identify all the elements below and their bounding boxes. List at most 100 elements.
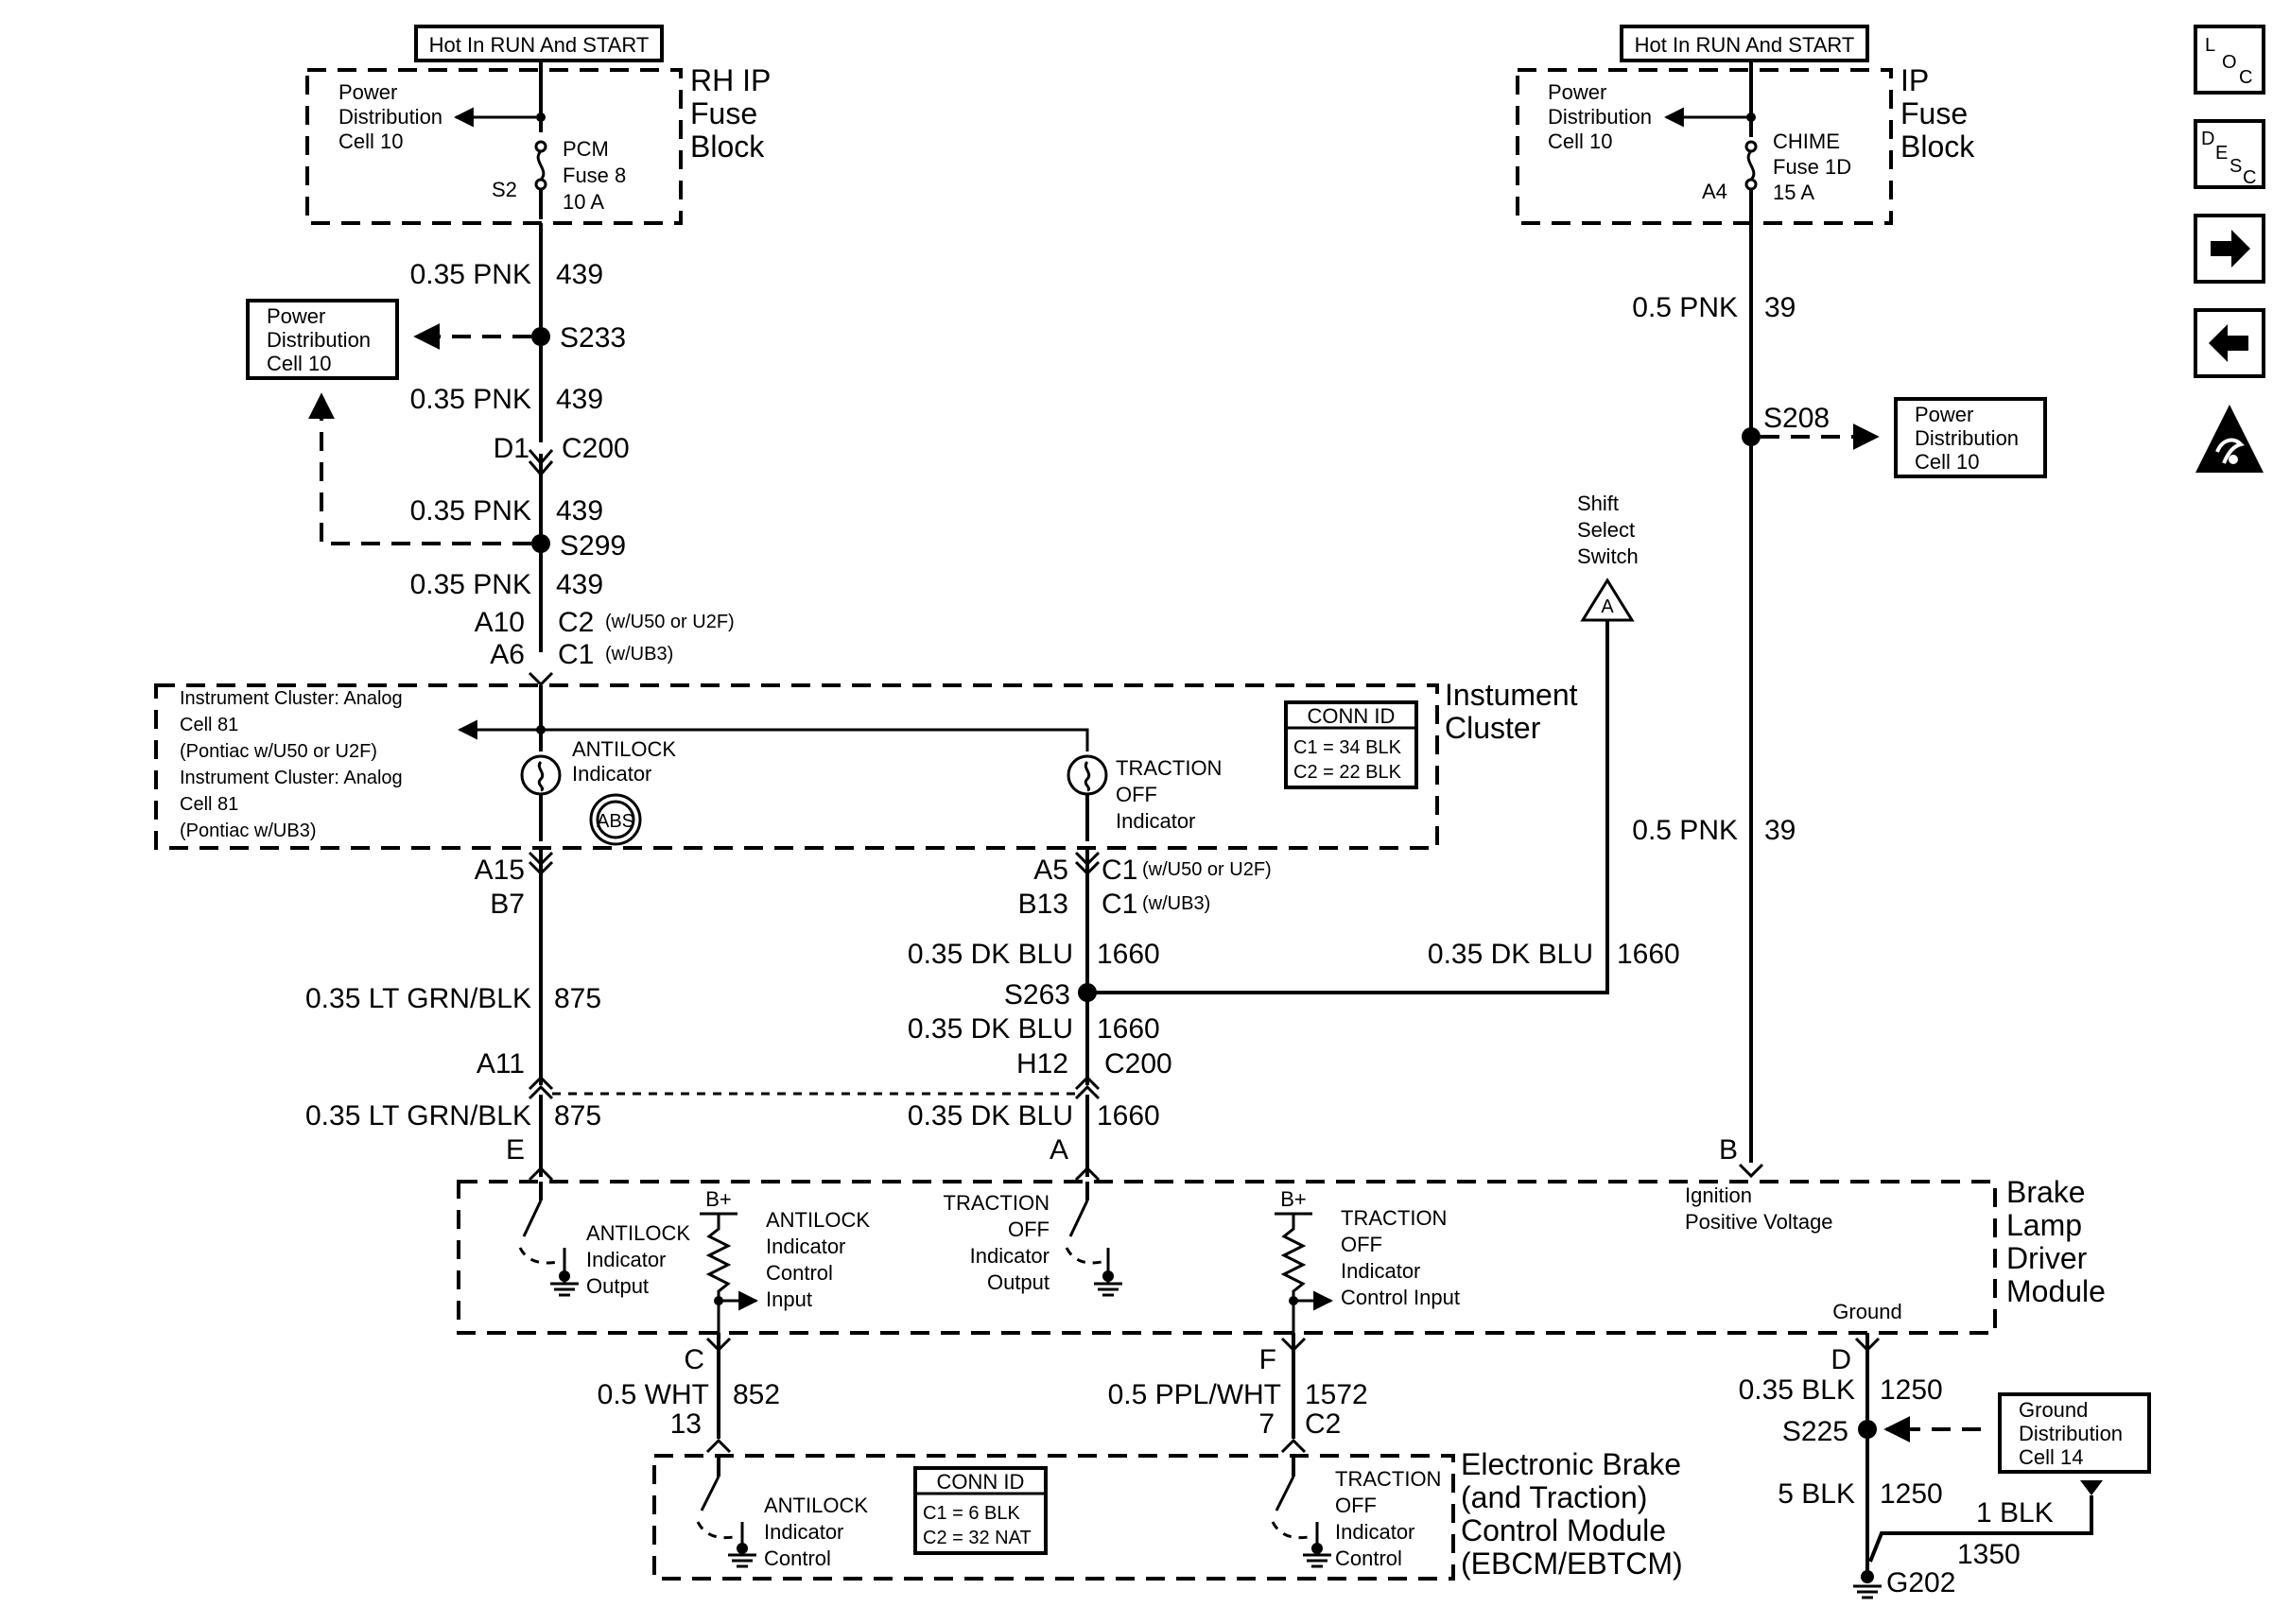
splice-s299: S299 [560, 530, 626, 561]
svg-text:L: L [2205, 35, 2215, 56]
pd2-line-1: Power [1915, 403, 1973, 426]
wire-439-color-1: 0.35 PNK [410, 259, 531, 290]
splice-s208: S208 [1763, 403, 1830, 434]
blm-tr-in-2: OFF [1341, 1233, 1382, 1256]
wire-439-color-4: 0.35 PNK [410, 569, 531, 600]
hot-label-box-right [1620, 25, 1869, 62]
ip-fuse-block: Hot In RUN And START IP Fuse Block Power… [1516, 25, 1975, 225]
splice-s225-dot [1858, 1420, 1877, 1439]
nav-icons: L O C D E S C [2194, 25, 2265, 473]
wire-1572-color: 0.5 PPL/WHT [1108, 1379, 1281, 1410]
blm-ign-1: Ignition [1685, 1183, 1752, 1207]
wire-1572-num: 1572 [1305, 1379, 1368, 1410]
ebcm-antilock-switch [700, 1476, 720, 1512]
conn-c200b: C200 [1104, 1048, 1172, 1080]
chime-fuse-2: Fuse 1D [1773, 155, 1851, 179]
pd2-line-2: Distribution [1915, 426, 2019, 450]
wire-39-num-1: 39 [1764, 292, 1796, 323]
pin-e: E [506, 1134, 525, 1166]
fuse-symbol-right [1746, 149, 1756, 181]
terminal-s2: S2 [492, 178, 517, 201]
pd-box-2 [1894, 397, 2047, 478]
ebcm-conn-id-box [913, 1466, 1048, 1555]
location-icon[interactable]: L O C [2194, 25, 2265, 95]
blm-tr-out-3: Indicator [970, 1244, 1050, 1268]
ic-conn-id-c1: C1 = 34 BLK [1293, 737, 1402, 758]
abs-icon [589, 793, 642, 846]
instrument-cluster: Instument Cluster Instrument Cluster: An… [154, 678, 1578, 850]
wire-439-num-1: 439 [556, 259, 603, 290]
blm-ground: Ground [1832, 1300, 1901, 1323]
pin-d: D [1831, 1344, 1851, 1375]
pin-a5: A5 [1033, 855, 1068, 886]
fuse-symbol-left [536, 149, 546, 181]
pd2-line-3: Cell 10 [1915, 450, 1979, 474]
wire-439-num-2: 439 [556, 384, 603, 415]
shift-ref: A [1601, 596, 1614, 617]
blm-tr-in-3: Indicator [1341, 1259, 1420, 1283]
wire-1660-color-1: 0.35 DK BLU [908, 939, 1073, 970]
rh-ip-fuse-block: Hot In RUN And START RH IP Fuse Block Po… [305, 25, 771, 225]
instrument-cluster-box [154, 683, 1439, 850]
wire-39-num-2: 39 [1764, 815, 1796, 846]
circuit-1572: F 0.5 PPL/WHT 1572 7 C2 [1108, 1333, 1368, 1454]
shift-3: Switch [1577, 544, 1639, 568]
pin-a15: A15 [475, 855, 525, 886]
blm-al-in-3: Control [766, 1261, 833, 1285]
resistor-antilock [705, 1214, 732, 1333]
terminal-a4: A4 [1702, 180, 1727, 203]
svg-text:O: O [2222, 52, 2237, 73]
splice-s299-dot [531, 534, 550, 553]
pin-f: F [1259, 1344, 1276, 1375]
ebcm-title-3: Control Module [1461, 1513, 1666, 1547]
ip-pd-2: Distribution [1548, 105, 1652, 129]
conn-c2-u50-note: (w/U50 or U2F) [605, 612, 735, 632]
conn-c1-u50-note: (w/U50 or U2F) [1142, 859, 1272, 880]
esd-warning-icon[interactable] [2195, 405, 2264, 473]
wire-875-num-1: 875 [554, 983, 601, 1014]
blm-title-4: Module [2006, 1274, 2106, 1308]
shift-ref-triangle [1580, 578, 1635, 622]
chime-fuse-3: 15 A [1773, 181, 1814, 204]
ip-pd-1: Power [1548, 80, 1606, 104]
pcm-fuse-1: PCM [563, 137, 609, 161]
conn-c2b: C2 [1305, 1408, 1341, 1440]
wire-1660-num-shift: 1660 [1617, 939, 1680, 970]
description-icon[interactable]: D E S C [2194, 119, 2265, 189]
ic-note-3: (Pontiac w/U50 or U2F) [180, 741, 377, 762]
ebcm-tr-2: OFF [1335, 1494, 1377, 1517]
svg-text:C: C [2243, 167, 2256, 188]
ic-title-1: Instument [1445, 678, 1578, 712]
ip-fuse-block-box [1516, 68, 1893, 225]
ic-note-2: Cell 81 [180, 715, 238, 735]
pin-13: 13 [670, 1408, 702, 1440]
pd1-line-3: Cell 10 [267, 352, 331, 375]
next-arrow-icon[interactable] [2194, 214, 2265, 284]
ip-title-3: Block [1900, 130, 1975, 164]
wire-875-color-1: 0.35 LT GRN/BLK [305, 983, 531, 1014]
splice-s233: S233 [560, 322, 626, 354]
svg-text:S: S [2230, 156, 2242, 177]
blm-al-out-1: ANTILOCK [586, 1221, 690, 1245]
pin-b13: B13 [1018, 889, 1068, 920]
pd1-line-1: Power [267, 304, 325, 328]
ic-note-6: (Pontiac w/UB3) [180, 821, 317, 841]
wire-439-color-3: 0.35 PNK [410, 495, 531, 527]
wire-439-num-3: 439 [556, 495, 603, 527]
wire-875-color-2: 0.35 LT GRN/BLK [305, 1100, 531, 1132]
rh-ip-title-2: Fuse [690, 96, 757, 130]
conn-c1-ub3-note: (w/UB3) [605, 644, 673, 665]
ebcm-conn-id-title: CONN ID [937, 1470, 1025, 1494]
ebcm-title-1: Electronic Brake [1461, 1447, 1681, 1481]
gd-line-2: Distribution [2019, 1422, 2123, 1445]
blm-tr-out-2: OFF [1008, 1218, 1050, 1241]
splice-s263: S263 [1004, 979, 1070, 1011]
conn-c200: C200 [562, 433, 630, 464]
previous-arrow-icon[interactable] [2194, 308, 2265, 378]
circuit-875: A15 B7 0.35 LT GRN/BLK 875 A11 0.35 LT G… [305, 848, 601, 1182]
ebcm-title-4: (EBCM/EBTCM) [1461, 1546, 1683, 1581]
pin-h12: H12 [1016, 1048, 1068, 1080]
wire-1660-color-3: 0.35 DK BLU [908, 1100, 1073, 1132]
circuit-39: 0.5 PNK 39 S208 Power Distribution Cell … [1632, 223, 2047, 1179]
